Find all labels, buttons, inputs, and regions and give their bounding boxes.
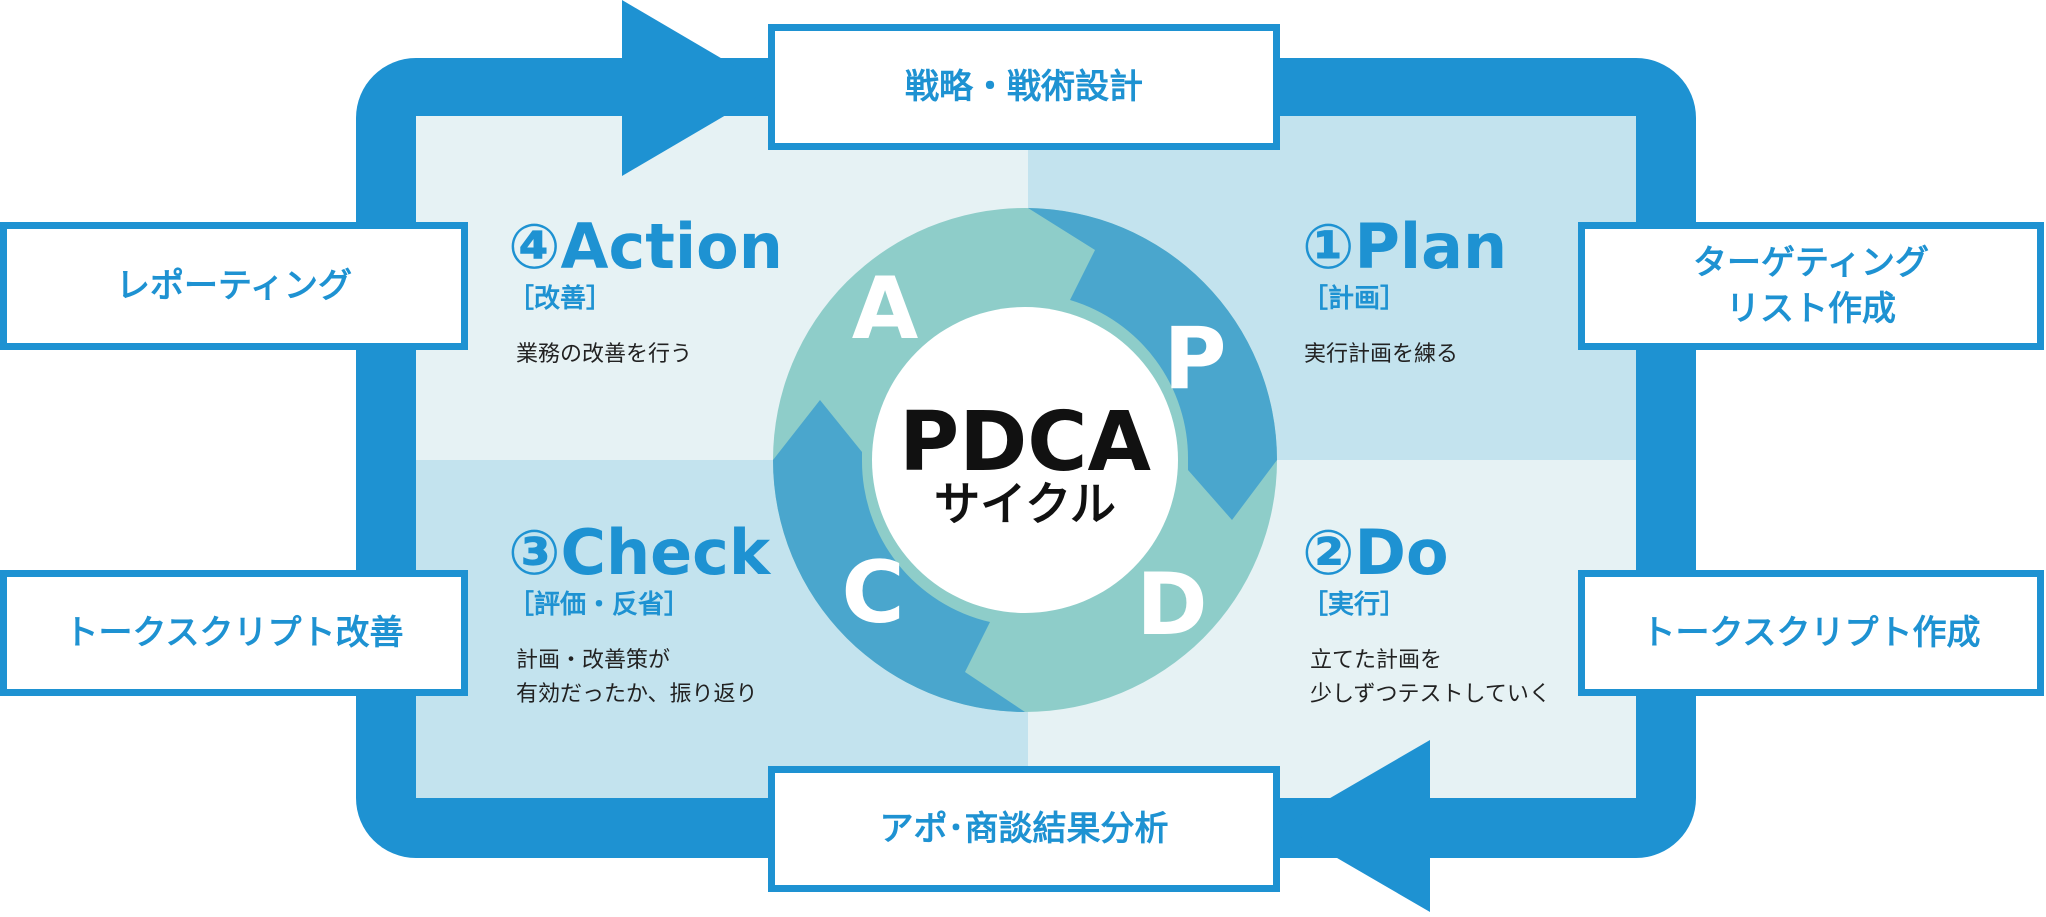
phase-do-desc: 立てた計画を 少しずつテストしていく [1310,648,1551,707]
box-targeting-list: ターゲティング リスト作成 [1578,222,2044,350]
ring-letter-c: C [841,543,904,643]
phase-check-sub: ［評価・反省］ [508,590,691,620]
phase-do: ②Do ［実行］ 立てた計画を 少しずつテストしていく [1302,518,1551,712]
center-subtitle: サイクル [934,477,1116,531]
phase-do-title: ②Do [1302,516,1449,589]
box-reporting: レポーティング [0,222,468,350]
box-talkscript-create: トークスクリプト作成 [1578,570,2044,696]
phase-plan-sub: ［計画］ [1302,284,1407,314]
ring-letter-p: P [1163,309,1226,409]
phase-action-sub: ［改善］ [508,284,613,314]
ring-letter-d: D [1136,555,1207,655]
bottom-arrow-icon [1282,740,1430,912]
phase-action-desc: 業務の改善を行う [516,342,693,367]
ring-segment-plan [1028,208,1278,520]
phase-do-sub: ［実行］ [1302,590,1407,620]
phase-plan: ①Plan ［計画］ 実行計画を練る [1302,212,1507,372]
phase-check-desc: 計画・改善策が 有効だったか、振り返り [516,648,758,707]
top-arrow-icon [622,0,772,176]
box-result-analysis: アポ･商談結果分析 [768,766,1280,892]
phase-plan-desc: 実行計画を練る [1304,342,1459,367]
ring-segment-check [773,400,1025,712]
phase-action: ④Action ［改善］ 業務の改善を行う [508,212,783,372]
box-talkscript-improve: トークスクリプト改善 [0,570,468,696]
phase-plan-title: ①Plan [1302,210,1508,283]
phase-action-title: ④Action [508,210,783,283]
phase-check: ③Check ［評価・反省］ 計画・改善策が 有効だったか、振り返り [508,518,770,712]
center-title: PDCA [899,395,1151,490]
ring-letter-a: A [852,259,919,359]
phase-check-title: ③Check [508,516,771,589]
box-strategy-design: 戦略・戦術設計 [768,24,1280,150]
center-disc [872,307,1178,613]
